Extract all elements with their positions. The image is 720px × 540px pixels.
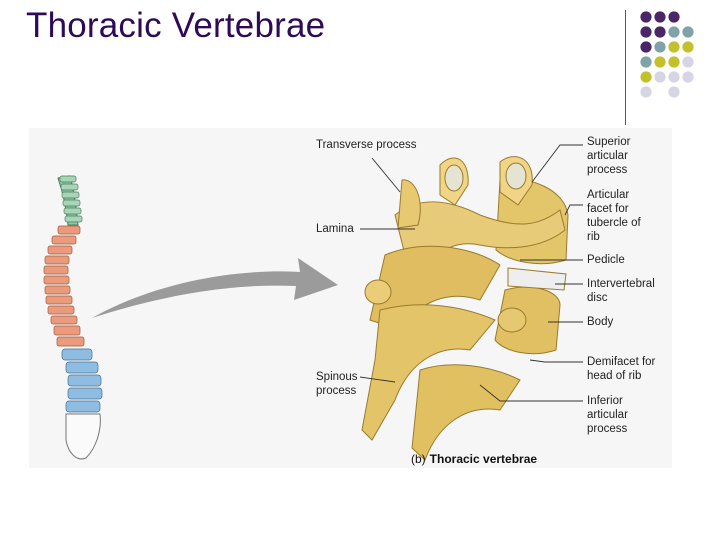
label-pedicle: Pedicle <box>587 254 625 266</box>
decorative-dot <box>668 11 680 23</box>
decorative-dot <box>640 26 652 38</box>
label-superior-articular-process: Superior articular process <box>587 136 631 176</box>
decorative-dot <box>682 71 694 83</box>
decorative-dot <box>654 41 666 53</box>
label-transverse-process: Transverse process <box>316 139 417 151</box>
decorative-dot <box>640 71 652 83</box>
label-inferior-articular-process: Inferior articular process <box>587 395 628 435</box>
label-articular-facet: Articular facet for tubercle of rib <box>587 189 641 243</box>
figure-caption: (b)Thoracic vertebrae <box>411 452 537 466</box>
label-spinous-process: Spinous process <box>316 371 358 397</box>
decorative-dot <box>640 11 652 23</box>
decorative-dot <box>668 86 680 98</box>
thoracic-vertebrae-drawing <box>361 156 569 461</box>
pointer-arrow <box>92 258 338 318</box>
decorative-dot <box>654 56 666 68</box>
decorative-divider <box>625 10 626 125</box>
leader-lines <box>359 144 583 402</box>
decorative-dot <box>640 56 652 68</box>
caption-letter: (b) <box>411 452 426 466</box>
decorative-dot <box>682 56 694 68</box>
decorative-dot <box>682 26 694 38</box>
decorative-dot <box>654 26 666 38</box>
decorative-dot <box>668 26 680 38</box>
label-body: Body <box>587 316 614 328</box>
spine-diagram <box>43 175 103 460</box>
decorative-dot <box>668 56 680 68</box>
label-demifacet: Demifacet for head of rib <box>587 356 656 382</box>
label-intervertebral-disc: Intervertebral disc <box>587 278 655 304</box>
slide-title: Thoracic Vertebrae <box>26 6 326 45</box>
decorative-dot <box>640 86 652 98</box>
label-lamina: Lamina <box>316 223 354 235</box>
decorative-dot <box>682 41 694 53</box>
decorative-dot <box>640 41 652 53</box>
caption-text: Thoracic vertebrae <box>429 452 538 466</box>
decorative-dot <box>668 71 680 83</box>
decorative-dot <box>654 71 666 83</box>
decorative-dot-grid <box>640 11 694 98</box>
decorative-dot <box>654 11 666 23</box>
decorative-dot <box>668 41 680 53</box>
